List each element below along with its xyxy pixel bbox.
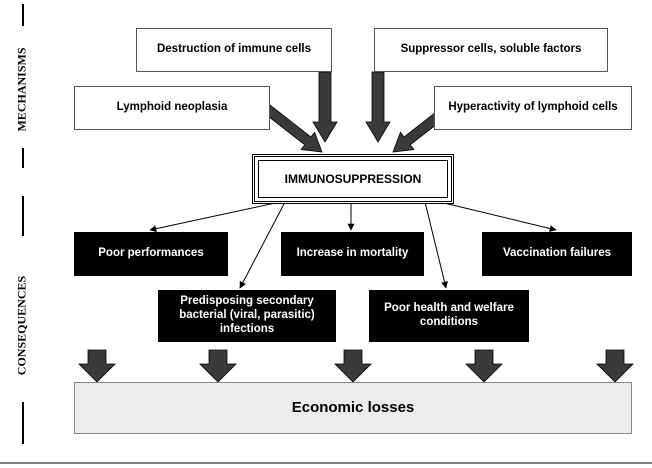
box-suppressor: Suppressor cells, soluble factors (374, 28, 608, 72)
consequences-bar-bottom (22, 402, 24, 444)
box-immunosuppression: IMMUNOSUPPRESSION (252, 154, 454, 204)
line-to-health (424, 201, 448, 289)
line-to-vaccination (439, 201, 557, 232)
box-vaccination: Vaccination failures (482, 232, 632, 276)
box-economic-losses: Economic losses (74, 382, 632, 434)
immunosuppression-label: IMMUNOSUPPRESSION (284, 171, 422, 186)
arrow-suppressor (365, 71, 391, 143)
consequences-bar-top (22, 196, 24, 236)
mechanisms-bar-bottom (22, 148, 24, 168)
mechanisms-bar-top (22, 4, 24, 26)
box-neoplasia: Lymphoid neoplasia (74, 86, 270, 130)
box-health: Poor health and welfare conditions (369, 290, 529, 342)
box-destruction: Destruction of immune cells (136, 28, 332, 72)
line-to-poor-performances (149, 201, 281, 233)
immunosuppression-inner: IMMUNOSUPPRESSION (258, 160, 448, 198)
block-arrow-5 (596, 349, 634, 383)
line-to-predisposing (239, 201, 286, 289)
block-arrow-4 (465, 349, 503, 383)
box-mortality: Increase in mortality (281, 232, 424, 276)
arrow-destruction (312, 71, 338, 143)
box-predisposing: Predisposing secondary bacterial (viral,… (158, 290, 336, 342)
box-hyperactivity: Hyperactivity of lymphoid cells (434, 86, 632, 130)
block-arrow-1 (78, 349, 116, 383)
box-poor-performances: Poor performances (74, 232, 228, 276)
block-arrow-3 (334, 349, 372, 383)
block-arrow-2 (199, 349, 237, 383)
